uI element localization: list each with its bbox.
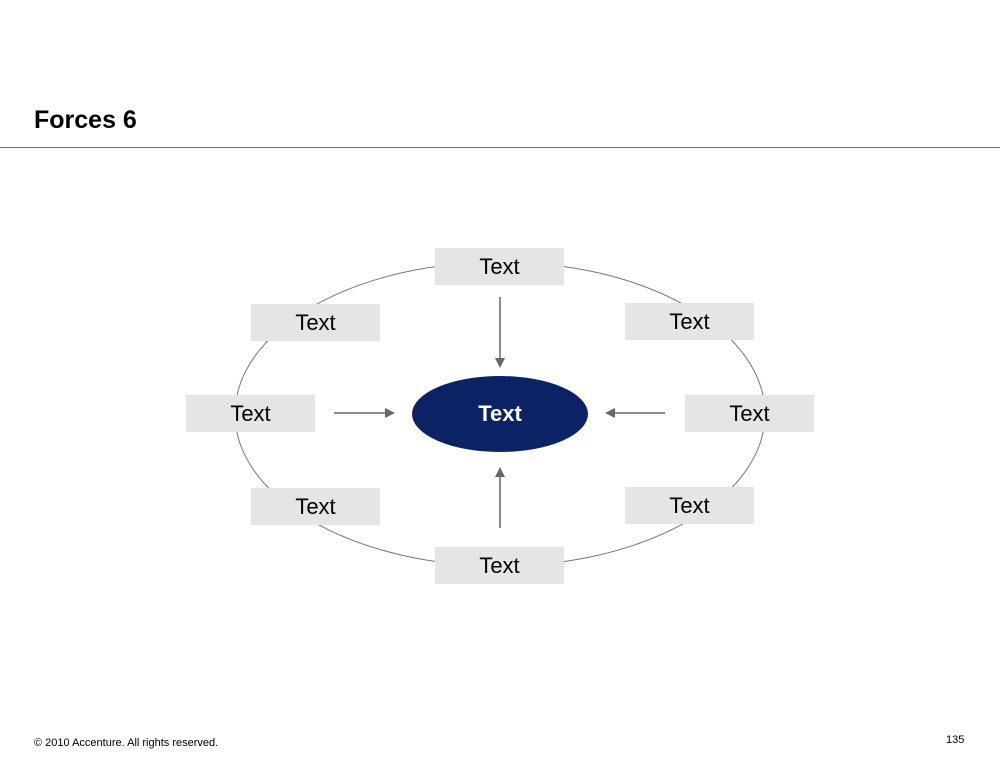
copyright-notice: © 2010 Accenture. All rights reserved. xyxy=(34,737,219,749)
force-box-top-right: Text xyxy=(625,303,754,340)
center-force-label: Text xyxy=(478,401,522,426)
page-number: 135 xyxy=(946,734,965,746)
force-box-top-left: Text xyxy=(251,304,380,341)
center-ellipse xyxy=(412,376,588,452)
force-box-top: Text xyxy=(435,248,564,285)
force-box-bottom-left: Text xyxy=(251,488,380,525)
page-title: Forces 6 xyxy=(34,106,137,134)
force-box-bottom-right: Text xyxy=(625,487,754,524)
force-box-right: Text xyxy=(685,395,814,432)
title-rule xyxy=(0,147,1000,148)
force-box-bottom: Text xyxy=(435,547,564,584)
force-box-left: Text xyxy=(186,395,315,432)
